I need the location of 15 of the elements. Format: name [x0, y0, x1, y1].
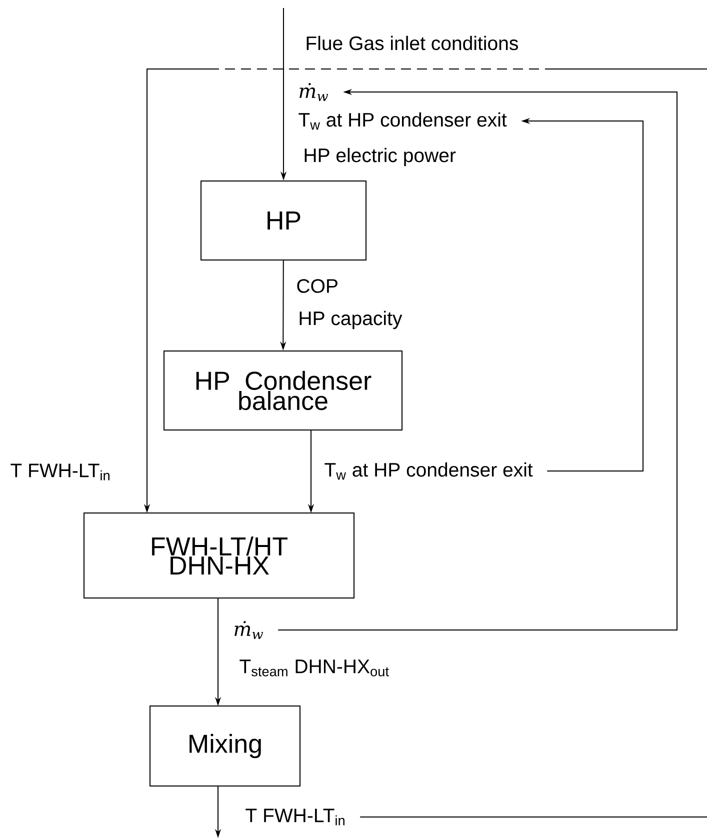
signal-label: T FWH-LT$_{in}$ — [246, 808, 344, 826]
signal-label: Flue Gas inlet conditions — [306, 36, 518, 50]
signal-label: HP electric power — [304, 148, 456, 166]
process-box: FWH-LT/HT DHN-HX — [84, 512, 354, 598]
edge-label: T FWH-LT$_{in}$ — [8, 462, 113, 482]
signal-label: T$_{w}$ at HP condenser exit — [324, 462, 533, 480]
process-box: HP — [200, 180, 366, 260]
signal-label: T$_{w}$ at HP condenser exit — [298, 112, 507, 130]
signal-label: HP capacity — [300, 310, 402, 330]
edge-label: T$_{steam}$ DHN-HX$_{out}$ — [237, 658, 392, 678]
signal-label: ṁ$_{w}$ — [234, 621, 264, 640]
process-box: HP Condenser balance — [164, 350, 402, 430]
signal-label: COP — [297, 279, 338, 293]
process-box: Mixing — [150, 706, 300, 786]
signal-label: ṁ$_{w}$ — [300, 82, 328, 102]
